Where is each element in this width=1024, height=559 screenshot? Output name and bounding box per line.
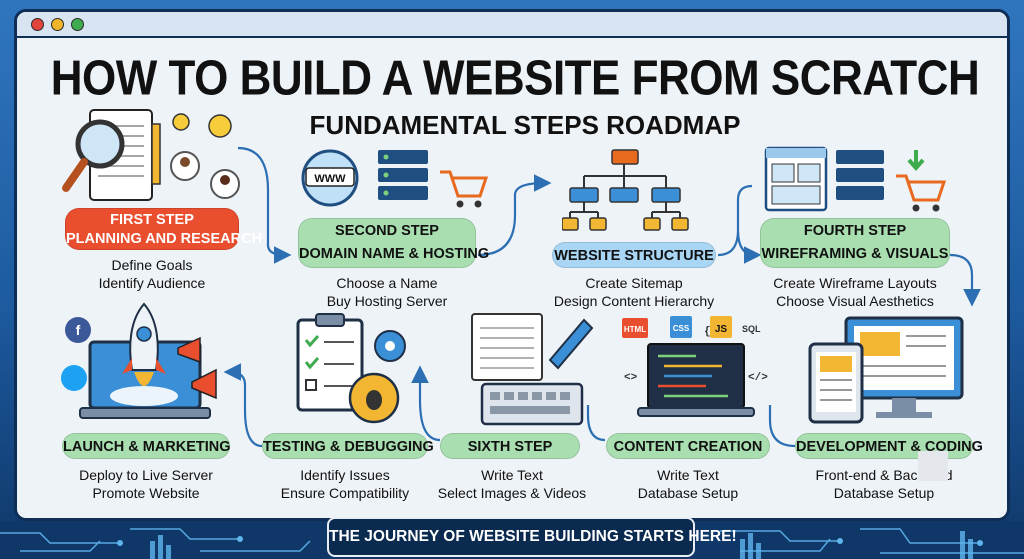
- svg-text:f: f: [76, 322, 81, 338]
- devices-icon: [808, 316, 964, 424]
- step-launch-pill: LAUNCH & MARKETING: [62, 433, 231, 459]
- step-structure-desc: Create Sitemap Design Content Hierarchy: [534, 274, 734, 310]
- connector-7-8: [411, 365, 441, 442]
- testing-icon: [296, 313, 406, 424]
- step-sixth-line-2: Select Images & Videos: [437, 485, 587, 501]
- step-content-line-2: Database Setup: [637, 485, 739, 501]
- step-domain-desc: Choose a Name Buy Hosting Server: [298, 274, 476, 310]
- step-domain-line-2: Buy Hosting Server: [326, 293, 448, 309]
- step-wireframe-line-2: Choose Visual Aesthetics: [776, 293, 934, 309]
- page-subtitle: FUNDAMENTAL STEPS ROADMAP: [309, 110, 741, 140]
- step-wireframe-line-1: Create Wireframe Layouts: [773, 275, 937, 291]
- launch-icon: f: [61, 302, 217, 419]
- maximize-dot-icon[interactable]: [71, 18, 84, 31]
- connector-2-3: [477, 174, 552, 257]
- step-sixth-line-1: Write Text: [481, 467, 543, 483]
- step-content-line-1: Write Text: [657, 467, 719, 483]
- minimize-dot-icon[interactable]: [51, 18, 64, 31]
- step-planning-pill: FIRST STEP PLANNING AND RESEARCH: [65, 208, 263, 250]
- step-launch-line-1: Deploy to Live Server: [79, 467, 213, 483]
- connector-5-6: [768, 405, 796, 448]
- step-sixth-pill: SIXTH STEP: [440, 433, 580, 459]
- footer-banner: THE JOURNEY OF WEBSITE BUILDING STARTS H…: [327, 517, 737, 557]
- step-wireframe-heading: FOURTH STEP: [803, 223, 907, 239]
- step-planning-line-1: Define Goals: [111, 257, 193, 273]
- step-testing-line-2: Ensure Compatibility: [280, 485, 410, 501]
- connector-6-7: [586, 405, 606, 442]
- connector-3-4: [717, 184, 755, 255]
- step-testing-line-1: Identify Issues: [300, 467, 390, 483]
- step-wireframe-label: WIREFRAMING & VISUALS: [761, 246, 949, 262]
- step-wireframe-desc: Create Wireframe Layouts Choose Visual A…: [752, 274, 958, 310]
- step-structure-pill: WEBSITE STRUCTURE: [552, 242, 716, 268]
- step-launch-line-2: Promote Website: [92, 485, 200, 501]
- sitemap-icon: [562, 149, 689, 231]
- step-launch-desc: Deploy to Live Server Promote Website: [62, 466, 230, 502]
- sql-label: SQL: [742, 324, 761, 334]
- connector-4-5: [949, 253, 981, 307]
- css-label: CSS: [673, 324, 690, 333]
- coding-laptop-icon: HTML CSS {} JS SQL <> </>: [622, 316, 768, 417]
- step-structure-line-1: Create Sitemap: [585, 275, 683, 291]
- js-label: JS: [715, 324, 728, 335]
- connector-8-9: [223, 363, 263, 448]
- www-label: WWW: [314, 173, 346, 185]
- step-structure-line-2: Design Content Hierarchy: [553, 293, 715, 309]
- code-right-label: </>: [748, 372, 768, 384]
- step-content-pill: CONTENT CREATION: [606, 433, 770, 459]
- step-development-line-2: Database Setup: [833, 485, 935, 501]
- step-sixth-desc: Write Text Select Images & Videos: [432, 466, 592, 502]
- html-label: HTML: [624, 325, 646, 334]
- step-wireframe-pill: FOURTH STEP WIREFRAMING & VISUALS: [760, 218, 950, 268]
- window-titlebar: [17, 12, 1007, 38]
- step-planning-heading: FIRST STEP: [110, 212, 194, 228]
- step-domain-line-1: Choose a Name: [336, 275, 438, 291]
- page-title: HOW TO BUILD A WEBSITE FROM SCRATCH: [50, 51, 980, 106]
- step-content-desc: Write Text Database Setup: [606, 466, 770, 502]
- step-testing-desc: Identify Issues Ensure Compatibility: [262, 466, 428, 502]
- step-domain-label: DOMAIN NAME & HOSTING: [299, 246, 490, 262]
- step-planning-desc: Define Goals Identify Audience: [65, 256, 239, 292]
- step-domain-pill: SECOND STEP DOMAIN NAME & HOSTING: [298, 218, 490, 268]
- planning-icon: [62, 109, 240, 201]
- step-testing-pill: TESTING & DEBUGGING: [262, 433, 434, 459]
- step-domain-heading: SECOND STEP: [335, 223, 439, 239]
- content-writing-icon: [471, 313, 594, 426]
- code-left-label: <>: [624, 372, 638, 384]
- image-artifact-patch: [918, 451, 948, 481]
- domain-hosting-icon: WWW: [301, 149, 489, 208]
- connector-1-2: [237, 146, 292, 264]
- wireframe-icon: [764, 146, 947, 212]
- close-dot-icon[interactable]: [31, 18, 44, 31]
- step-planning-label: PLANNING AND RESEARCH: [66, 231, 263, 247]
- step-planning-line-2: Identify Audience: [98, 275, 206, 291]
